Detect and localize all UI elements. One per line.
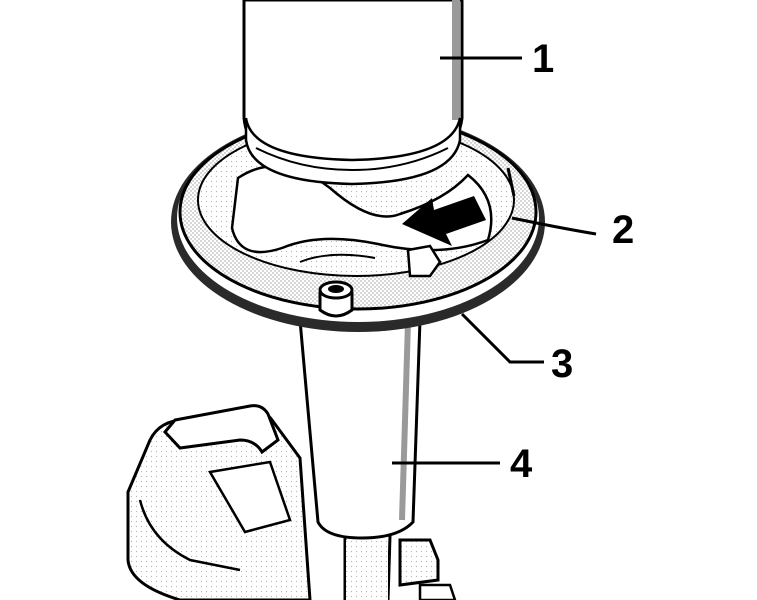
upper-cylinder: [242, 0, 464, 186]
callout-leaders: [392, 56, 597, 465]
leader-line-2: [511, 216, 597, 236]
mounting-base: [126, 404, 457, 600]
direction-arrow-icon: [402, 196, 486, 246]
callout-1: 1: [532, 37, 554, 81]
lower-tube: [298, 318, 422, 600]
callout-4: 4: [510, 442, 533, 486]
callout-3: 3: [551, 342, 573, 386]
callout-2: 2: [612, 208, 634, 252]
leader-line-3: [460, 312, 544, 364]
